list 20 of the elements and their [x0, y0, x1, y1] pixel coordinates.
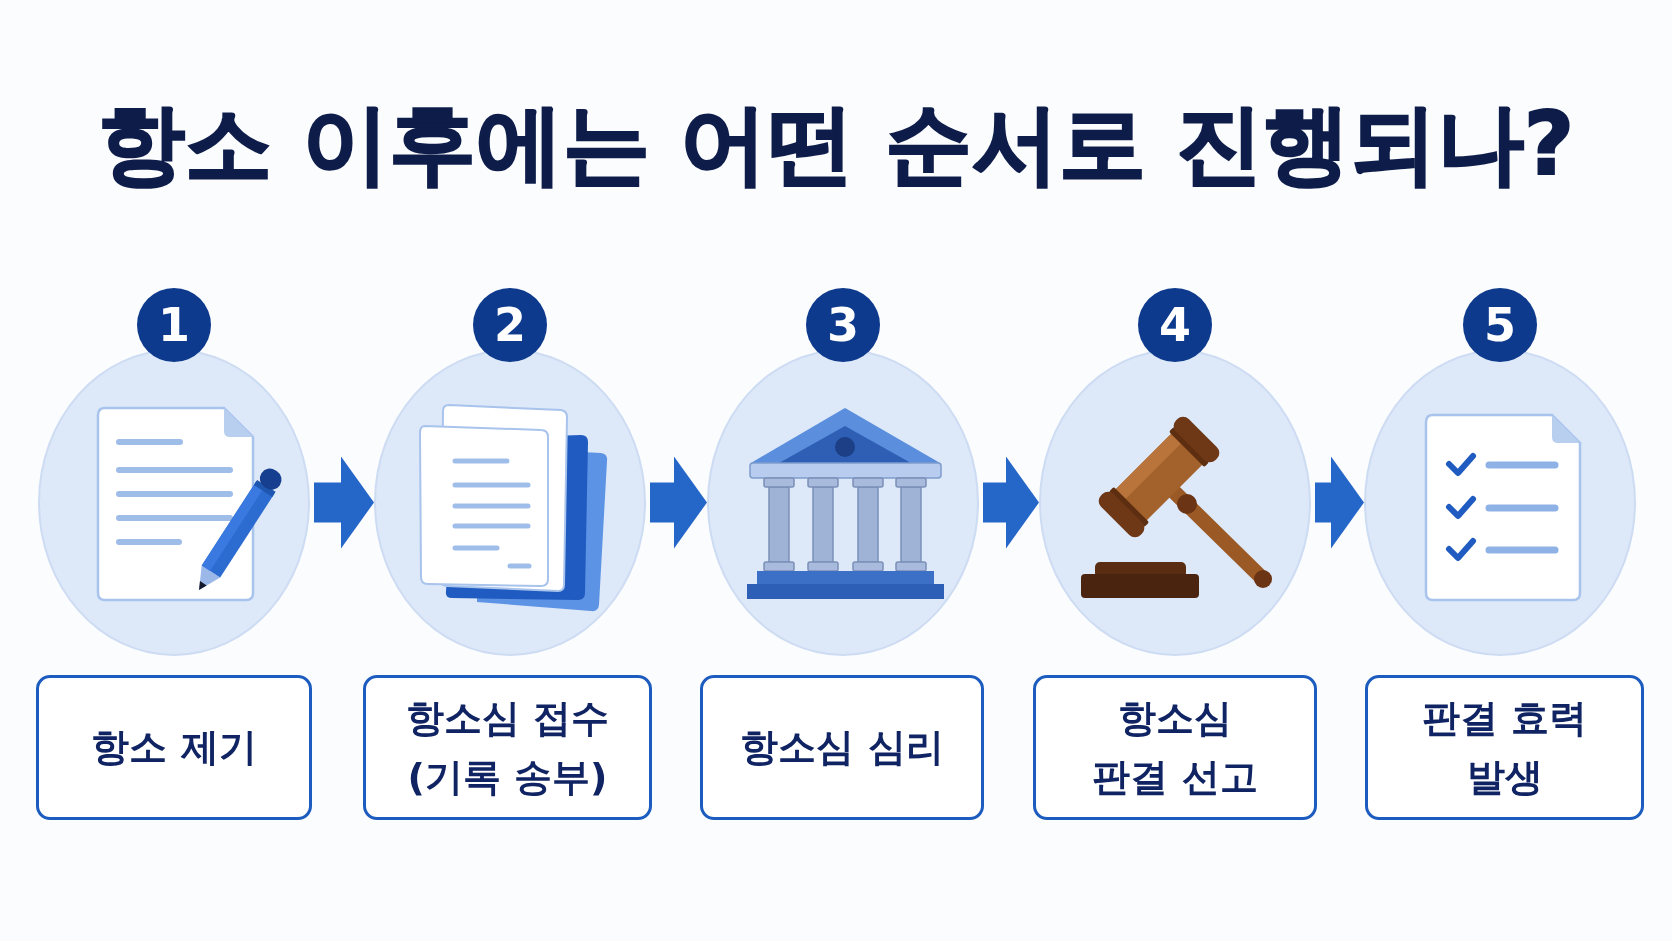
step-number: 3: [806, 288, 880, 362]
step-number: 2: [473, 288, 547, 362]
arrow: [983, 456, 1039, 549]
step-box: [363, 675, 652, 820]
step-box: [700, 675, 984, 820]
arrow: [650, 456, 707, 549]
arrow: [1315, 456, 1364, 549]
step-number: 5: [1463, 288, 1537, 362]
arrow: [314, 456, 374, 549]
step-box: [36, 675, 312, 820]
step-number: 1: [137, 288, 211, 362]
step-box: [1365, 675, 1644, 820]
step-box: [1033, 675, 1317, 820]
step-title: 항소심 심리: [740, 724, 944, 772]
title: 항소 이후에는 어떤 순서로 진행되나?: [97, 94, 1575, 195]
step-title: 항소 제기: [91, 724, 257, 772]
step-title: 항소심 접수 (기록 송부): [404, 694, 611, 801]
step-title: 판결 효력 발생: [1420, 694, 1589, 801]
step-title: 항소심 판결 선고: [1091, 694, 1259, 801]
step-number: 4: [1138, 288, 1212, 362]
